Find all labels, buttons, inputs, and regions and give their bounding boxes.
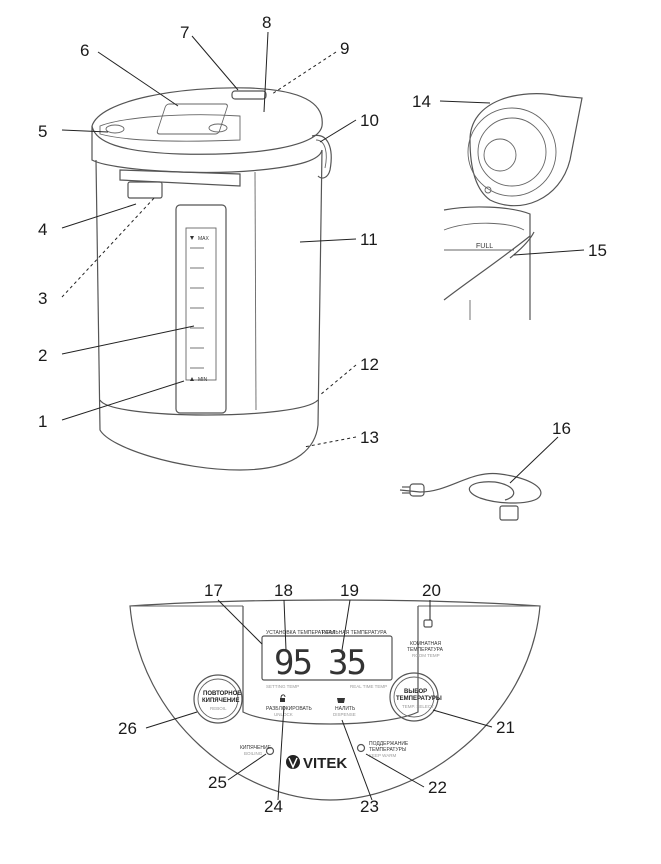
callout-10: 10 <box>360 111 379 130</box>
callout-numbers: 1 2 3 4 5 6 7 8 9 10 11 12 13 14 15 16 1… <box>38 13 607 816</box>
panel-outline <box>129 599 541 801</box>
keep-warm-ru-1: ПОДДЕРЖАНИЕ <box>369 741 409 747</box>
callout-17: 17 <box>204 581 223 600</box>
callout-19: 19 <box>340 581 359 600</box>
power-cord-illustration <box>399 472 542 521</box>
dispense-en: DISPENSE <box>333 712 356 717</box>
lcd-screen <box>261 635 393 681</box>
reboil-ru-1: ПОВТОРНОЕ <box>203 691 241 697</box>
spout <box>127 181 163 199</box>
keep-warm-ru-2: ТЕМПЕРАТУРЫ <box>369 747 407 753</box>
reboil-en: REBOIL <box>210 706 227 711</box>
lid-button-right <box>208 123 228 133</box>
callout-20: 20 <box>422 581 441 600</box>
callout-3: 3 <box>38 289 47 308</box>
leader-lines <box>61 31 585 801</box>
appliance-connector <box>499 505 519 521</box>
plug <box>409 483 425 497</box>
callout-16: 16 <box>552 419 571 438</box>
min-label: MIN <box>198 377 208 383</box>
callout-22: 22 <box>428 778 447 797</box>
control-panel: УСТАНОВКА ТЕМПЕРАТУРЫ РЕАЛЬНАЯ ТЕМПЕРАТУ… <box>129 599 541 801</box>
full-mark-label: FULL <box>476 243 493 250</box>
callout-8: 8 <box>262 13 271 32</box>
gauge-ticks <box>190 247 204 369</box>
keep-warm-indicator <box>356 743 366 753</box>
callout-26: 26 <box>118 719 137 738</box>
keep-warm-en: KEEP WARM <box>369 753 397 758</box>
body-outline <box>95 149 323 471</box>
real-temp-value: 35 <box>328 643 365 683</box>
water-gauge <box>185 227 217 381</box>
lid-button-left <box>105 124 125 134</box>
reboil-ru-2: КИПЯЧЕНИЕ <box>202 698 239 704</box>
spout-area <box>119 169 241 187</box>
callout-18: 18 <box>274 581 293 600</box>
room-temp-en: ROOM TEMP <box>412 653 440 658</box>
callout-6: 6 <box>80 41 89 60</box>
callout-4: 4 <box>38 220 47 239</box>
boiling-indicator <box>265 746 275 756</box>
pot-rim <box>443 206 531 320</box>
temp-select-ru-2: ТЕМПЕРАТУРЫ <box>396 696 442 702</box>
temp-select-en: TEMP. SELECT <box>402 704 434 709</box>
callout-5: 5 <box>38 122 47 141</box>
brand-name: VITEK <box>303 755 347 772</box>
callout-2: 2 <box>38 346 47 365</box>
real-time-temp-en: REAL TIME TEMP <box>350 684 387 689</box>
setting-temp-en: SETTING TEMP <box>266 684 299 689</box>
set-temp-value: 95 <box>274 643 311 683</box>
room-temp-indicator <box>423 619 433 628</box>
water-window <box>175 204 227 414</box>
dispense-label: НАЛИТЬ <box>335 706 356 712</box>
open-lid <box>469 93 583 207</box>
cup-icon <box>337 698 345 703</box>
reboil-button[interactable] <box>193 674 243 724</box>
temp-select-ru-1: ВЫБОР <box>404 689 427 695</box>
lid-display <box>156 103 228 135</box>
callout-24: 24 <box>264 797 283 816</box>
boiling-label: КИПЯЧЕНИЕ <box>240 745 272 751</box>
callout-23: 23 <box>360 797 379 816</box>
power-cord <box>399 472 542 504</box>
max-label: MAX <box>198 236 210 242</box>
lock-icon <box>280 694 286 702</box>
lid-panel <box>99 114 241 142</box>
callout-15: 15 <box>588 241 607 260</box>
lid-release-button[interactable] <box>231 90 267 100</box>
lid-detail-illustration: FULL <box>443 93 583 320</box>
callout-7: 7 <box>180 23 189 42</box>
lid-outline <box>91 87 323 127</box>
callout-1: 1 <box>38 412 47 431</box>
callout-12: 12 <box>360 355 379 374</box>
room-temp-ru-1: КОМНАТНАЯ <box>410 641 441 647</box>
temp-select-button[interactable] <box>389 672 439 722</box>
display-housing <box>242 606 419 725</box>
callout-14: 14 <box>412 92 431 111</box>
thermopot-illustration: MAX MIN <box>91 87 332 471</box>
room-temp-ru-2: ТЕМПЕРАТУРА <box>407 647 444 653</box>
callout-13: 13 <box>360 428 379 447</box>
callout-9: 9 <box>340 39 349 58</box>
real-temp-label: РЕАЛЬНАЯ ТЕМПЕРАТУРА <box>322 630 387 636</box>
callout-11: 11 <box>360 230 378 249</box>
callout-25: 25 <box>208 773 227 792</box>
callout-21: 21 <box>496 718 515 737</box>
boiling-en: BOILING <box>244 751 263 756</box>
unlock-label: РАЗБЛОКИРОВАТЬ <box>266 706 313 712</box>
set-temp-label: УСТАНОВКА ТЕМПЕРАТУРЫ <box>266 630 335 636</box>
body-seam <box>254 171 257 411</box>
